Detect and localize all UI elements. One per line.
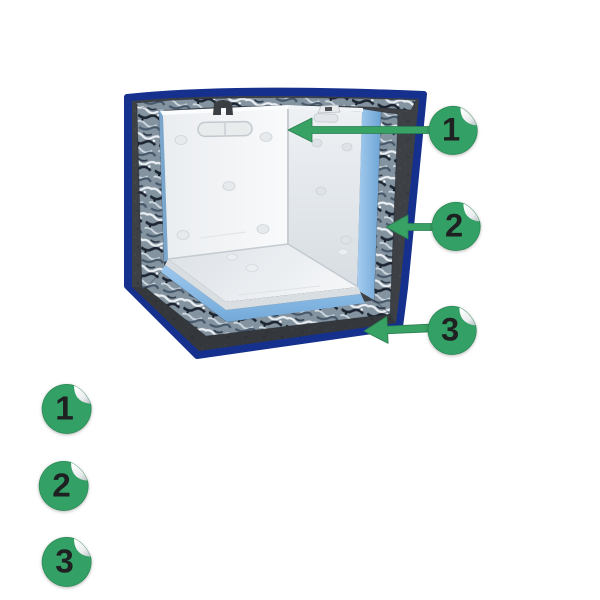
- structure-group: [124, 87, 427, 359]
- peeled-corner-icon: [71, 462, 88, 481]
- peeled-corner-icon: [463, 203, 480, 222]
- panel-details: [174, 100, 353, 296]
- sticker-icon: 3: [41, 537, 92, 587]
- legend-number: 3: [55, 543, 74, 580]
- legend-badge-2: 2: [38, 460, 89, 511]
- sticker-icon: 2: [431, 202, 481, 251]
- sticker-icon: 1: [428, 106, 478, 155]
- floor-panel-edge: [165, 259, 361, 310]
- emboss-marks: [199, 231, 321, 296]
- legend-number: 2: [52, 467, 71, 504]
- legend-badge-3: 3: [41, 536, 92, 587]
- sticker-icon: 1: [41, 384, 92, 434]
- callout-badge-2: 2: [431, 201, 481, 251]
- insulation-layer: [135, 97, 417, 337]
- sticker-icon: 2: [38, 461, 89, 511]
- liner-layer: [159, 109, 381, 322]
- sticker-icon: 3: [427, 306, 477, 355]
- callout-number: 1: [442, 111, 460, 148]
- legend-number: 1: [55, 390, 74, 427]
- callout-badge-3: 3: [427, 305, 477, 355]
- legend-badge-1: 1: [41, 383, 92, 434]
- peeled-corner-icon: [460, 107, 477, 126]
- callout-number: 3: [441, 311, 459, 348]
- shell-slab-shade: [132, 287, 396, 351]
- callout-arrows: [287, 117, 434, 344]
- right-wall-panel: [288, 109, 362, 290]
- peeled-corner-icon: [74, 538, 91, 557]
- callout-badge-1: 1: [428, 105, 478, 155]
- peeled-corner-icon: [74, 385, 91, 404]
- panel-clip: [213, 100, 233, 115]
- callout-number: 2: [445, 207, 463, 244]
- peeled-corner-icon: [459, 307, 476, 326]
- panel-dimples: [174, 132, 353, 272]
